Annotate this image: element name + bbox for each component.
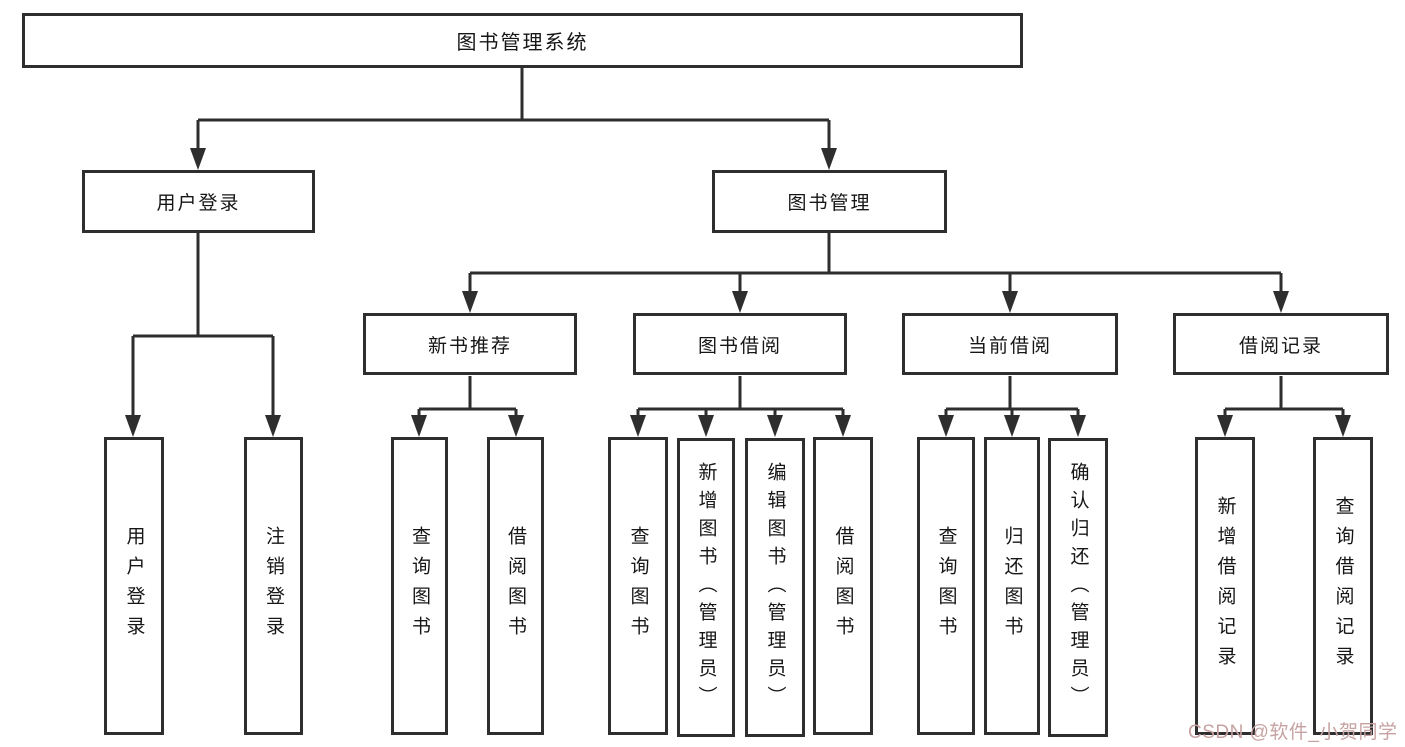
arrowhead: [767, 415, 783, 437]
node-label: 查询图书: [935, 526, 957, 646]
arrowhead: [1217, 415, 1233, 437]
arrowhead: [462, 291, 478, 313]
leaf-user-login: 用户登录: [104, 437, 164, 735]
leaf-logout-login: 注销登录: [244, 437, 303, 735]
connector-borrow-records: [1223, 376, 1345, 419]
node-label: 编辑图书（管理员）: [764, 461, 786, 714]
node-label: 新书推荐: [427, 335, 512, 357]
arrowhead: [1070, 415, 1086, 437]
node-book-borrow: 图书借阅: [633, 313, 847, 375]
arrowhead: [821, 148, 837, 170]
node-label: 用户登录: [156, 193, 241, 214]
node-user-login: 用户登录: [82, 170, 315, 233]
leaf-query-books-borrow: 查询图书: [608, 437, 668, 735]
csdn-watermark: CSDN @软件_小贺同学: [1188, 722, 1398, 743]
leaf-confirm-return-admin: 确认归还（管理员）: [1048, 438, 1108, 737]
node-label: 归还图书: [1001, 526, 1023, 646]
connector-user-login: [131, 233, 275, 419]
node-label: 确认归还（管理员）: [1067, 461, 1089, 714]
node-label: 当前借阅: [967, 335, 1052, 357]
node-label: 借阅图书: [505, 526, 526, 646]
arrowhead: [698, 415, 714, 437]
arrowhead: [630, 415, 646, 437]
node-label: 注销登录: [263, 526, 284, 646]
node-label: 借阅记录: [1238, 335, 1323, 357]
node-library-system: 图书管理系统: [22, 13, 1023, 68]
node-book-management: 图书管理: [712, 170, 947, 233]
arrowhead: [125, 415, 141, 437]
node-label: 新增图书（管理员）: [695, 461, 717, 714]
arrowhead: [1002, 291, 1018, 313]
arrowhead: [1335, 415, 1351, 437]
arrowhead: [1273, 291, 1289, 313]
node-borrow-records: 借阅记录: [1173, 313, 1389, 375]
connector-current-borrow: [944, 376, 1080, 419]
leaf-add-books-admin: 新增图书（管理员）: [677, 438, 735, 737]
node-label: 图书管理: [787, 193, 872, 214]
leaf-add-borrow-record: 新增借阅记录: [1195, 437, 1255, 735]
leaf-borrow-books: 借阅图书: [813, 437, 873, 735]
node-label: 查询图书: [409, 526, 430, 646]
node-label: 查询借阅记录: [1332, 496, 1354, 676]
arrowhead: [508, 415, 524, 437]
leaf-query-borrow-record: 查询借阅记录: [1313, 437, 1373, 735]
arrowhead: [1004, 415, 1020, 437]
arrowhead: [835, 415, 851, 437]
leaf-query-books-current: 查询图书: [917, 437, 975, 735]
node-label: 图书管理系统: [456, 32, 589, 54]
node-label: 查询图书: [627, 526, 649, 646]
node-label: 新增借阅记录: [1214, 496, 1236, 676]
leaf-return-books: 归还图书: [984, 437, 1040, 735]
leaf-edit-books-admin: 编辑图书（管理员）: [745, 438, 805, 737]
connector-book-management: [468, 233, 1283, 293]
node-current-borrow: 当前借阅: [902, 313, 1118, 375]
node-new-book-recommend: 新书推荐: [363, 313, 577, 375]
node-label: 用户登录: [123, 526, 145, 646]
node-label: 借阅图书: [832, 526, 854, 646]
connector-root: [196, 68, 831, 152]
leaf-query-books-recommend: 查询图书: [391, 437, 448, 735]
arrowhead: [190, 148, 206, 170]
arrowhead: [938, 415, 954, 437]
connector-book-borrow: [636, 376, 845, 419]
connector-new-book: [417, 376, 518, 419]
leaf-borrow-books-recommend: 借阅图书: [487, 437, 544, 735]
arrowhead: [732, 291, 748, 313]
arrowhead: [265, 415, 281, 437]
arrowhead: [411, 415, 427, 437]
node-label: 图书借阅: [697, 335, 782, 357]
